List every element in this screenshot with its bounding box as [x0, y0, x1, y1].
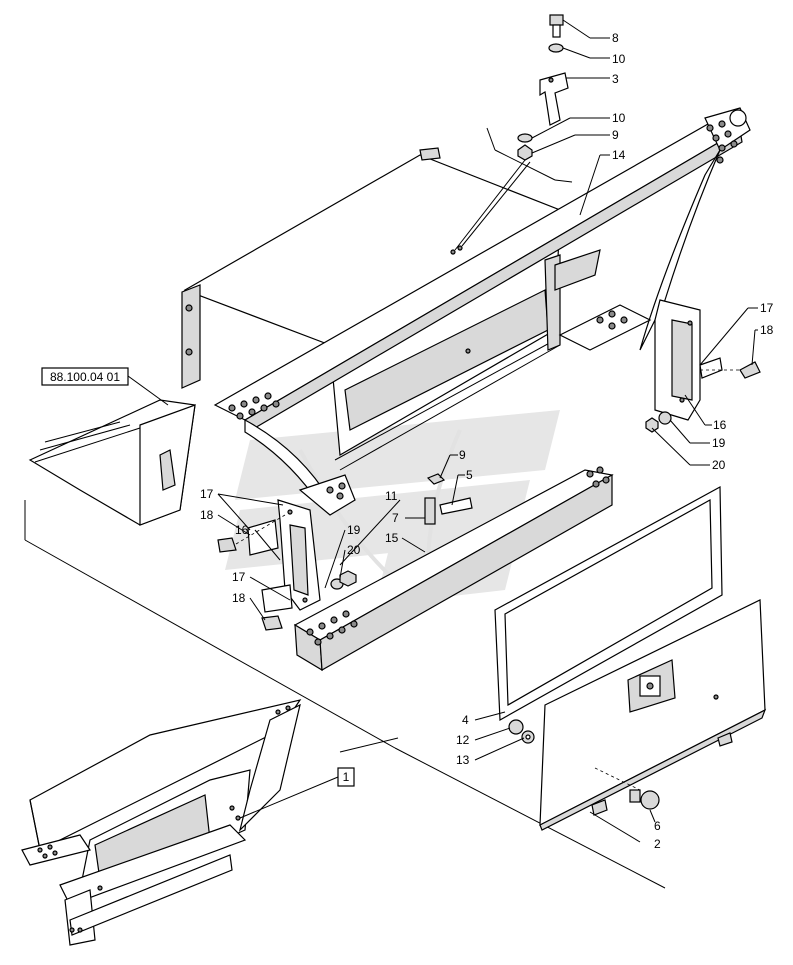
bracket-3: [517, 14, 569, 161]
callout-17: 17: [200, 487, 214, 501]
bracket-right: [645, 299, 761, 433]
callout-2: 2: [654, 837, 661, 851]
callout-19: 19: [712, 436, 726, 450]
leader-lines: [217, 19, 758, 843]
callout-20: 20: [347, 543, 361, 557]
step-rail-lower: [293, 466, 614, 672]
reference-part: [28, 399, 196, 526]
callout-9: 9: [612, 128, 619, 142]
washers-12-13: [508, 719, 535, 744]
callout-13: 13: [456, 753, 470, 767]
callout-labels: 8 10 3 10 9 14 17 18 16 19 20 9 5 11 7 1…: [200, 31, 774, 851]
callout-10: 10: [612, 52, 626, 66]
guide-lines: [24, 500, 666, 889]
reference-code-box: 88.100.04 01: [41, 367, 169, 406]
callout-18: 18: [760, 323, 774, 337]
callout-16: 16: [713, 418, 727, 432]
callout-11: 11: [385, 489, 398, 503]
callout-12: 12: [456, 733, 470, 747]
reference-code-label: 88.100.04 01: [50, 370, 120, 384]
callout-7: 7: [392, 511, 399, 525]
callout-10: 10: [612, 111, 626, 125]
callout-4: 4: [462, 713, 469, 727]
callout-18: 18: [200, 508, 214, 522]
callout-18: 18: [232, 591, 246, 605]
door-gasket: [494, 485, 723, 722]
knob-6: [594, 767, 660, 810]
callout-15: 15: [385, 531, 399, 545]
callout-17: 17: [232, 570, 246, 584]
callout-6: 6: [654, 819, 661, 833]
callout-20: 20: [712, 458, 726, 472]
assembly-overview: [21, 699, 302, 946]
callout-14: 14: [612, 148, 626, 162]
callout-19: 19: [347, 523, 361, 537]
callout-17: 17: [760, 301, 774, 315]
assembly-callout-box: 1: [239, 767, 355, 819]
callout-16: 16: [235, 523, 249, 537]
assembly-callout-label: 1: [343, 770, 350, 784]
callout-5: 5: [466, 468, 473, 482]
callout-3: 3: [612, 72, 619, 86]
callout-8: 8: [612, 31, 619, 45]
bracket-left: [217, 499, 357, 631]
callout-9: 9: [459, 448, 466, 462]
